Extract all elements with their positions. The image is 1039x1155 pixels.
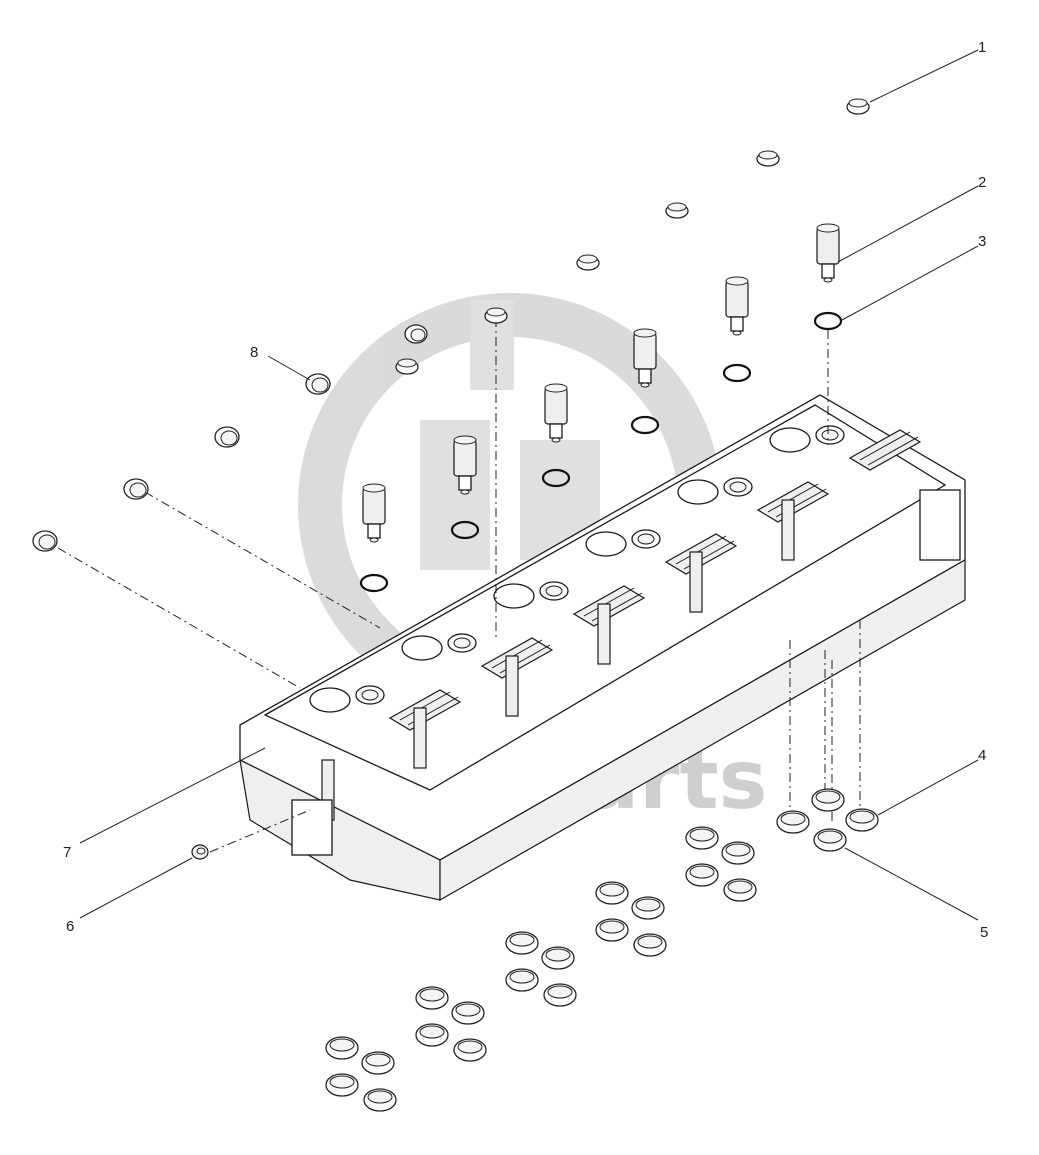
callout-2: 2 xyxy=(978,174,986,191)
valve-seat-group xyxy=(325,788,879,1112)
injector-sleeve-group xyxy=(362,223,840,543)
head-rib xyxy=(413,707,427,769)
valve-port xyxy=(769,427,811,453)
callout-labels: 1 2 3 4 5 6 7 8 xyxy=(63,39,988,941)
callout-6: 6 xyxy=(66,918,74,935)
cap xyxy=(665,202,689,219)
o-ring xyxy=(541,468,571,488)
valve-seat-ring xyxy=(811,788,845,812)
valve-seat-ring xyxy=(363,1088,397,1112)
injector-bore-inner xyxy=(637,533,655,545)
valve-seat-ring xyxy=(685,863,719,887)
injector-sleeve xyxy=(544,383,568,443)
valve-seat-ring xyxy=(633,933,667,957)
front-port xyxy=(291,799,333,856)
injector-bore-inner xyxy=(729,481,747,493)
valve-seat-ring xyxy=(451,1001,485,1025)
cap-group xyxy=(395,98,870,375)
cap xyxy=(756,150,780,167)
valve-seat-ring xyxy=(813,828,847,852)
callout-7: 7 xyxy=(63,844,71,861)
valve-seat-ring xyxy=(543,983,577,1007)
valve-port xyxy=(401,635,443,661)
cover-hatch xyxy=(859,431,919,466)
leader-lines xyxy=(79,49,979,921)
valve-seat-ring xyxy=(505,968,539,992)
head-rib xyxy=(781,499,795,561)
injector-bore-inner xyxy=(361,689,379,701)
valve-seat-ring xyxy=(415,986,449,1010)
injector-sleeve xyxy=(453,435,477,495)
callout-3: 3 xyxy=(978,233,986,250)
valve-seat-ring xyxy=(685,826,719,850)
callout-8: 8 xyxy=(250,344,258,361)
valve-seat-ring xyxy=(541,946,575,970)
core-plug-group xyxy=(32,324,428,552)
valve-seat-ring xyxy=(325,1036,359,1060)
valve-port xyxy=(677,479,719,505)
core-plug xyxy=(305,373,331,395)
injector-sleeve xyxy=(633,328,657,388)
o-ring xyxy=(722,363,752,383)
o-ring xyxy=(813,311,843,331)
cap xyxy=(395,358,419,375)
valve-seat-ring xyxy=(505,931,539,955)
head-rib xyxy=(597,603,611,665)
o-ring xyxy=(450,520,480,540)
valve-seat-ring xyxy=(723,878,757,902)
valve-seat-ring xyxy=(845,808,879,832)
injector-sleeve xyxy=(725,276,749,336)
valve-seat-ring xyxy=(453,1038,487,1062)
callout-5: 5 xyxy=(980,924,988,941)
core-plug xyxy=(404,324,428,344)
head-rib xyxy=(505,655,519,717)
injector-sleeve xyxy=(362,483,386,543)
valve-seat-ring xyxy=(595,918,629,942)
injector-bore-inner xyxy=(821,429,839,441)
callout-1: 1 xyxy=(978,39,986,56)
cap xyxy=(484,307,508,324)
valve-seat-ring xyxy=(631,896,665,920)
head-rib xyxy=(689,551,703,613)
valve-port xyxy=(309,687,351,713)
head-details xyxy=(291,425,961,856)
valve-seat-ring xyxy=(415,1023,449,1047)
o-ring xyxy=(359,573,389,593)
callout-4: 4 xyxy=(978,747,986,764)
o-ring xyxy=(630,415,660,435)
port-cover xyxy=(848,429,922,471)
valve-seat-ring xyxy=(721,841,755,865)
core-plug xyxy=(32,530,58,552)
injector-sleeve xyxy=(816,223,840,283)
valve-seat-ring xyxy=(776,810,810,834)
cap xyxy=(846,98,870,115)
core-plug xyxy=(214,426,240,448)
core-plug xyxy=(123,478,149,500)
valve-seat-ring xyxy=(325,1073,359,1097)
injector-bore-inner xyxy=(545,585,563,597)
rear-port xyxy=(919,489,961,561)
valve-port xyxy=(585,531,627,557)
valve-seat-ring xyxy=(361,1051,395,1075)
cap xyxy=(576,254,600,271)
o-ring-group xyxy=(359,311,843,593)
valve-seat-ring xyxy=(595,881,629,905)
valve-port xyxy=(493,583,535,609)
small-plug xyxy=(191,844,209,860)
injector-bore-inner xyxy=(453,637,471,649)
